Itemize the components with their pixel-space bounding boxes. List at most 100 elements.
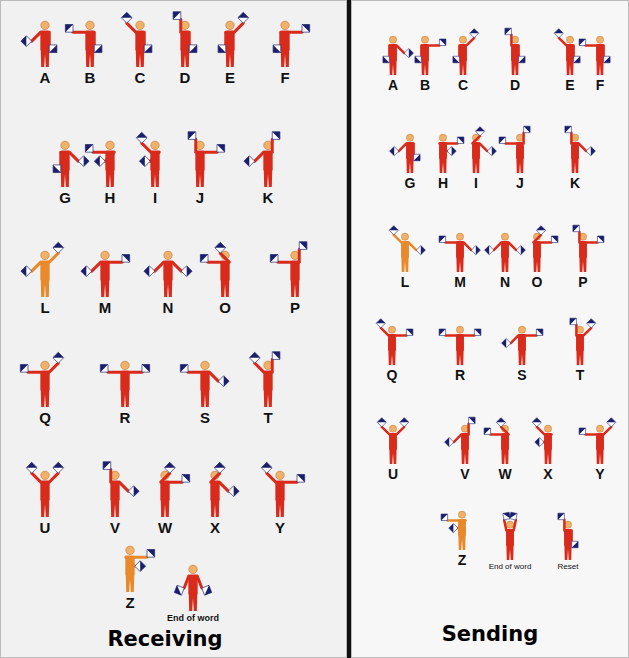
head (164, 251, 173, 260)
flag-half (597, 236, 603, 242)
flag-half (224, 376, 229, 387)
flag (272, 132, 280, 140)
flag-half (270, 255, 278, 263)
letter-label: N (163, 300, 174, 317)
flag (214, 462, 225, 473)
flag (453, 56, 459, 62)
flag (554, 29, 563, 38)
flag-half (49, 45, 57, 53)
head (86, 21, 95, 30)
head (596, 425, 603, 432)
panel-heading: Sending (442, 623, 539, 646)
legs (459, 61, 466, 75)
flag-half (414, 154, 420, 160)
arm (119, 482, 128, 491)
legs (201, 390, 210, 407)
letter-label: H (438, 176, 448, 191)
legs (579, 258, 586, 272)
flag-half (53, 242, 64, 247)
flag (496, 418, 505, 427)
head (226, 21, 235, 30)
flag-half (536, 329, 542, 335)
arm (211, 473, 220, 482)
letter-label: End of word (167, 614, 219, 624)
torso (459, 44, 467, 61)
flag (484, 428, 490, 434)
torso (456, 334, 464, 351)
flag (565, 126, 571, 132)
signaller-figure (503, 512, 517, 560)
flag-half (409, 49, 414, 58)
flag-half (377, 418, 386, 423)
torso (401, 241, 409, 258)
arm (504, 520, 506, 531)
arm (447, 142, 458, 145)
flag-half (519, 56, 525, 62)
flag-half (144, 266, 149, 277)
signaller-figure (485, 233, 526, 272)
flag (487, 147, 496, 156)
flag (217, 145, 225, 153)
flag-half (164, 462, 175, 467)
flag (244, 156, 255, 167)
flag-half (136, 132, 147, 137)
flag (272, 352, 280, 360)
legs (41, 500, 50, 517)
flag-half (570, 318, 576, 324)
flag (532, 418, 541, 427)
arm (298, 249, 301, 262)
arm (127, 23, 136, 32)
flag-half (142, 365, 150, 373)
legs (226, 50, 235, 67)
head (401, 233, 408, 240)
legs (121, 390, 130, 407)
arm (439, 143, 447, 151)
letter-label: L (401, 275, 410, 290)
head (101, 251, 110, 260)
arm (169, 481, 182, 484)
letter-label: S (200, 410, 210, 427)
legs (41, 390, 50, 407)
flag (551, 236, 557, 242)
arm (188, 371, 201, 374)
head (126, 546, 135, 555)
head (41, 361, 50, 370)
flag (400, 418, 409, 427)
flag-half (415, 56, 421, 62)
arm (219, 482, 228, 491)
letter-label: Q (387, 368, 398, 383)
flag-half (272, 132, 280, 140)
head (406, 134, 413, 141)
arm (143, 32, 146, 45)
letter-label: E (225, 70, 235, 87)
head (389, 425, 396, 432)
flag (181, 266, 192, 277)
signaller-figure (160, 462, 189, 517)
flag (249, 352, 260, 363)
flag (604, 56, 610, 62)
flag (103, 462, 111, 470)
flag (574, 56, 580, 62)
flag-half (85, 145, 93, 153)
legs (164, 280, 173, 297)
flag-half (134, 486, 139, 497)
flag-half (53, 462, 64, 467)
arm (501, 427, 509, 435)
flag-half (389, 226, 398, 231)
flag (273, 45, 281, 53)
flag (404, 49, 413, 58)
arm (454, 434, 462, 442)
signaller-figure (65, 21, 102, 67)
letter-label: O (532, 275, 543, 290)
arm (584, 328, 592, 336)
flag-half (376, 319, 385, 324)
flag (607, 418, 616, 427)
legs (566, 61, 573, 75)
letter-label: V (460, 467, 469, 482)
arm (209, 372, 218, 381)
flag (439, 39, 445, 45)
flag (519, 56, 525, 62)
flag (128, 486, 139, 497)
divider-bar (347, 0, 351, 658)
flag (536, 329, 542, 335)
